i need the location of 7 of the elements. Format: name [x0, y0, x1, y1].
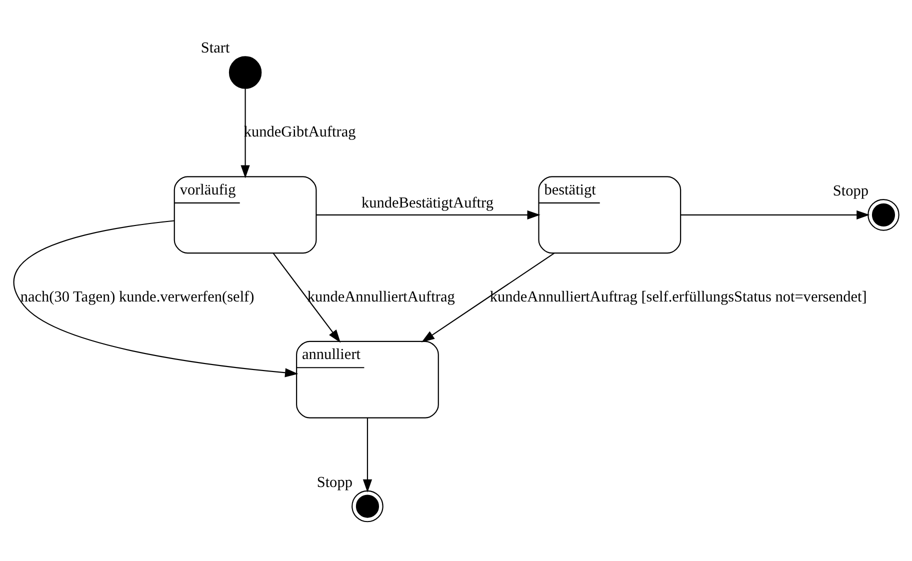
node-label: Stopp — [832, 182, 868, 199]
edge-label: kundeBestätigtAuftrg — [361, 194, 494, 211]
edge-label: kundeAnnulliertAuftrag — [307, 288, 455, 305]
node-label: Stopp — [316, 473, 352, 490]
node-label: Start — [200, 39, 230, 56]
edge-label: kundeAnnulliertAuftrag [self.erfüllungsStatus not=versendet] — [490, 288, 867, 305]
edge-label: nach(30 Tagen) kunde.verwerfen(self) — [20, 288, 254, 305]
